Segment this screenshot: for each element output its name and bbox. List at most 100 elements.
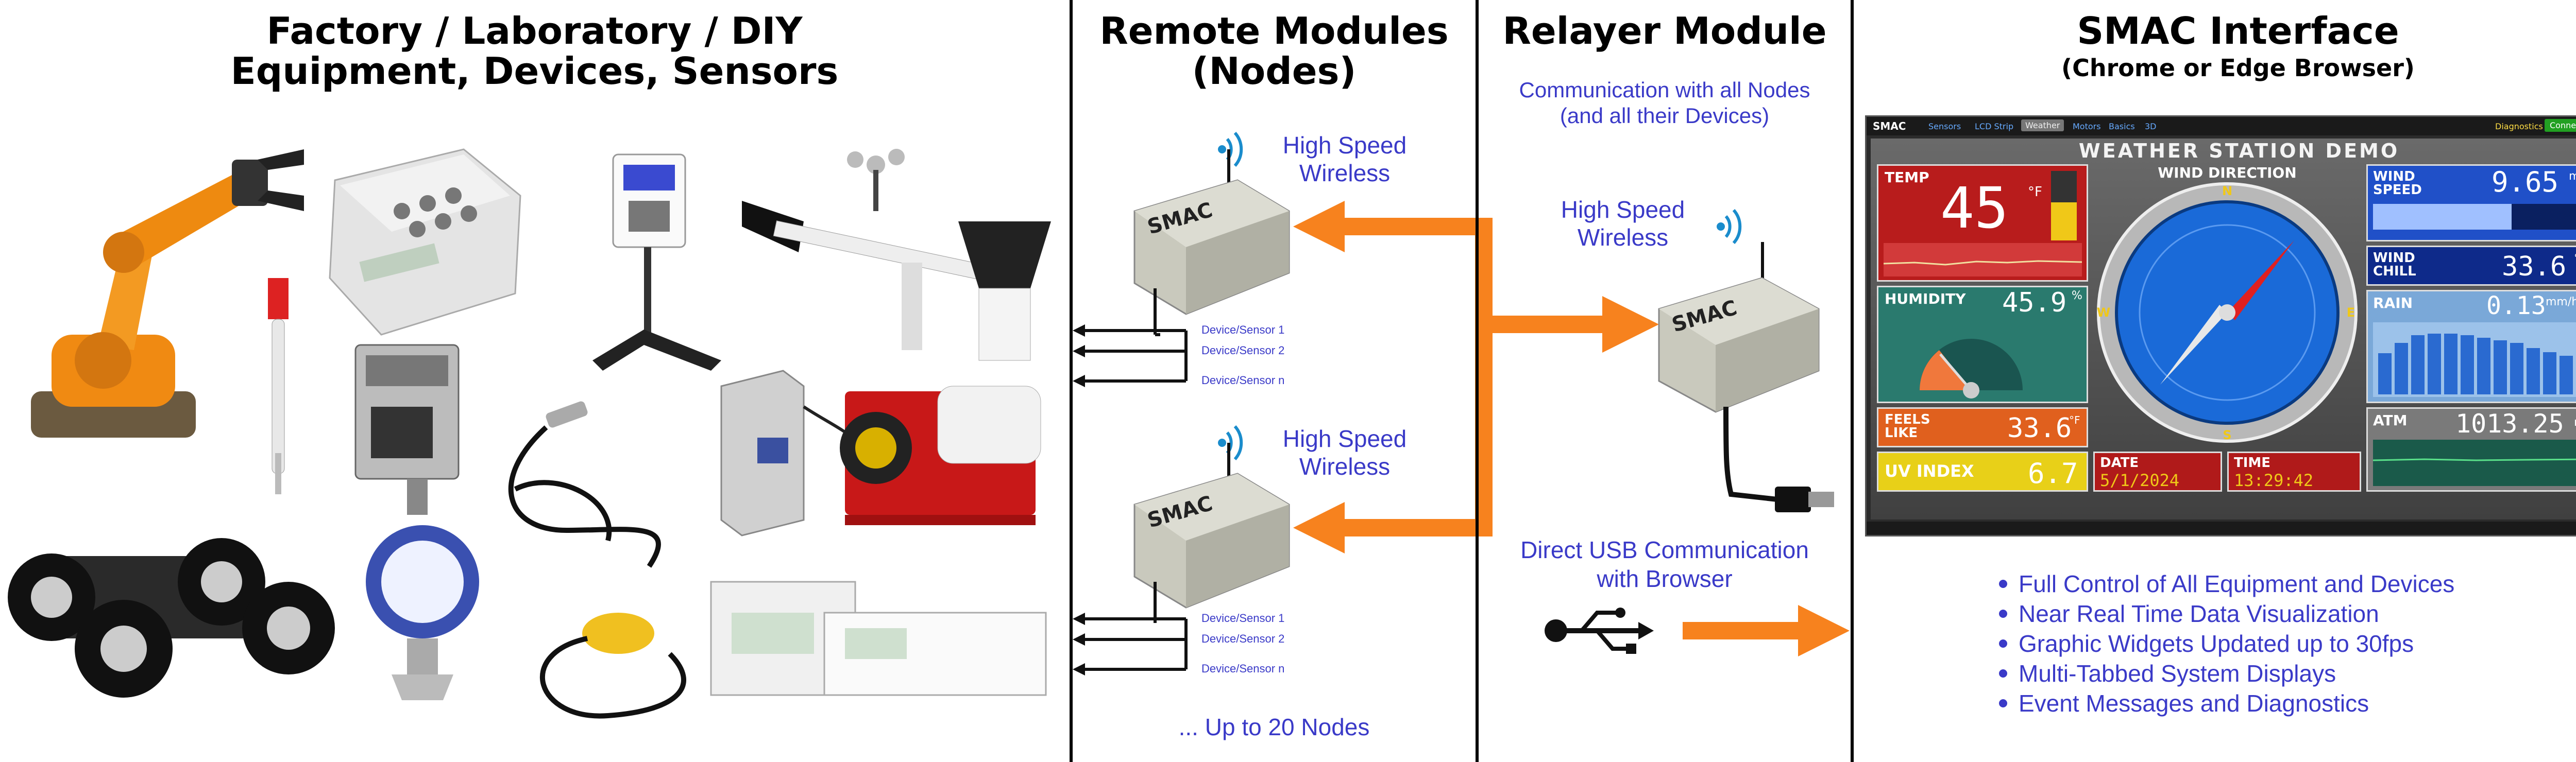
widget-temp: TEMP 45 °F — [1877, 164, 2088, 282]
ph-probe-image — [268, 278, 289, 494]
divider-1 — [1070, 0, 1073, 762]
pressure-gauge-image — [366, 525, 479, 700]
divider-3 — [1851, 0, 1854, 762]
remote-modules-graphic: SMAC Device/Sensor 1 Device/Sensor 2 Dev… — [1073, 132, 1290, 676]
rover-robot-image — [8, 538, 335, 698]
bullet-icon — [1999, 579, 2007, 588]
widget-date: DATE 5/1/2024 — [2093, 452, 2222, 492]
screen-tab-sensors[interactable]: Sensors — [1928, 122, 1961, 131]
screen-tab-basics[interactable]: Basics — [2109, 122, 2135, 131]
atm-trend-chart — [2373, 440, 2576, 486]
screen-tab-weather[interactable]: Weather — [2021, 119, 2064, 131]
feature-list: Full Control of All Equipment and Device… — [1999, 569, 2576, 718]
feels-like-label: FEELS LIKE — [1885, 412, 1930, 441]
remote-title-line1: Remote Modules — [1099, 9, 1449, 53]
temp-value: 45 — [1940, 175, 2009, 241]
remote-wireless-line2-bottom: Wireless — [1299, 453, 1391, 480]
screen-top-bar: SMAC Sensors LCD Strip Weather Motors Ba… — [1867, 117, 2576, 135]
relayer-usb-line2: with Browser — [1597, 565, 1733, 592]
remote-node-2-device-1: Device/Sensor 1 — [1201, 612, 1284, 625]
feature-item: Graphic Widgets Updated up to 30fps — [1999, 629, 2576, 659]
feature-item: Multi-Tabbed System Displays — [1999, 659, 2576, 688]
wind-chill-value: 33.6 — [2502, 251, 2567, 282]
date-label: DATE — [2100, 455, 2139, 471]
humidity-gauge — [1920, 339, 2023, 399]
temp-label: TEMP — [1885, 169, 1929, 186]
remote-node-1: SMAC Device/Sensor 1 Device/Sensor 2 Dev… — [1073, 132, 1290, 387]
compass-n: N — [2222, 184, 2232, 198]
wind-direction-label: WIND DIRECTION — [2158, 164, 2297, 181]
equipment-title-line1: Factory / Laboratory / DIY — [266, 9, 803, 53]
feature-text: Near Real Time Data Visualization — [2019, 600, 2379, 627]
widget-wind-speed: WIND SPEED 9.65 mph — [2366, 164, 2576, 241]
temp-level-bar — [2051, 171, 2077, 240]
remote-title-line2: (Nodes) — [1192, 49, 1357, 93]
compass-e: E — [2347, 305, 2355, 320]
screen-diagnostics-link[interactable]: Diagnostics — [2495, 122, 2543, 131]
remote-wireless-label-bottom: High Speed Wireless — [1273, 425, 1417, 480]
optical-sensor-image — [354, 344, 460, 515]
relayer-wireless-label: High Speed Wireless — [1551, 196, 1695, 251]
compass-w: W — [2097, 305, 2110, 320]
remote-node-1-device-n: Device/Sensor n — [1201, 374, 1284, 387]
viscometer-image — [592, 153, 721, 371]
puck-sensor-image — [539, 613, 686, 719]
rain-unit: mm/hr — [2546, 296, 2576, 308]
bullet-icon — [1999, 639, 2007, 648]
divider-2 — [1476, 0, 1479, 762]
remote-wireless-line1-top: High Speed — [1282, 132, 1407, 159]
feature-text: Event Messages and Diagnostics — [2019, 690, 2369, 717]
remote-wireless-line2-top: Wireless — [1299, 160, 1391, 186]
weather-station-image — [742, 149, 1051, 361]
remote-footer: ... Up to 20 Nodes — [1178, 714, 1370, 740]
equipment-collage — [8, 148, 1051, 719]
relayer-comm-note: Communication with all Nodes (and all th… — [1479, 77, 1851, 129]
atm-value: 1013.25 — [2455, 409, 2564, 439]
relayer-comm-line1: Communication with all Nodes — [1519, 78, 1810, 102]
wireless-link-arrows — [1293, 201, 1659, 553]
time-value: 13:29:42 — [2234, 471, 2314, 490]
remote-wireless-label-top: High Speed Wireless — [1273, 131, 1417, 187]
uv-index-value: 6.7 — [2028, 457, 2078, 490]
usb-link — [1545, 605, 1850, 656]
uv-index-label: UV INDEX — [1885, 461, 1974, 481]
compass-widget: N E S W — [2097, 182, 2358, 443]
equipment-title-line2: Equipment, Devices, Sensors — [230, 49, 839, 93]
screen-tab-motors[interactable]: Motors — [2073, 122, 2101, 131]
time-label: TIME — [2234, 455, 2271, 471]
relayer-comm-line2: (and all their Devices) — [1560, 103, 1770, 128]
relayer-module-graphic: SMAC — [1658, 209, 1834, 512]
feature-text: Multi-Tabbed System Displays — [2019, 660, 2336, 687]
screen-tab-lcd-strip[interactable]: LCD Strip — [1975, 122, 2014, 131]
interface-subtitle: (Chrome or Edge Browser) — [2061, 54, 2415, 82]
relayer-wireless-line2: Wireless — [1577, 224, 1669, 251]
relayer-wireless-line1: High Speed — [1561, 196, 1685, 223]
rain-bar-chart — [2373, 322, 2576, 397]
widget-feels-like: FEELS LIKE 33.6 °F — [1877, 407, 2088, 447]
widget-wind-chill: WIND CHILL 33.6 °F — [2366, 246, 2576, 286]
remote-node-2-device-2: Device/Sensor 2 — [1201, 632, 1284, 645]
humidity-label: HUMIDITY — [1885, 290, 1966, 307]
remote-node-1-device-1: Device/Sensor 1 — [1201, 323, 1284, 336]
relayer-usb-line1: Direct USB Communication — [1520, 536, 1809, 563]
wind-chill-label: WIND CHILL — [2373, 250, 2416, 279]
browser-screen: SMAC Sensors LCD Strip Weather Motors Ba… — [1865, 115, 2576, 536]
screen-tab-3d[interactable]: 3D — [2145, 122, 2157, 131]
compass-s: S — [2223, 428, 2231, 442]
remote-wireless-line1-bottom: High Speed — [1282, 425, 1407, 452]
screen-logo: SMAC — [1873, 120, 1906, 132]
humidity-value: 45.9 — [2002, 287, 2067, 318]
remote-node-2: SMAC Device/Sensor 1 Device/Sensor 2 Dev… — [1073, 425, 1290, 676]
remote-title: Remote Modules (Nodes) — [1073, 11, 1476, 92]
atm-unit: mb — [2574, 416, 2576, 429]
wind-chill-unit: °F — [2574, 252, 2576, 265]
humidity-unit: % — [2072, 289, 2082, 302]
sprayer-cart-image — [840, 386, 1041, 525]
proximity-sensor-image — [508, 401, 661, 568]
widget-humidity: HUMIDITY 45.9 % — [1877, 286, 2088, 403]
lab-instrument-image — [710, 581, 1047, 696]
feature-item: Full Control of All Equipment and Device… — [1999, 569, 2576, 599]
remote-node-2-device-n: Device/Sensor n — [1201, 662, 1284, 675]
wind-speed-value: 9.65 — [2492, 166, 2559, 198]
feels-like-value: 33.6 — [2007, 413, 2072, 444]
